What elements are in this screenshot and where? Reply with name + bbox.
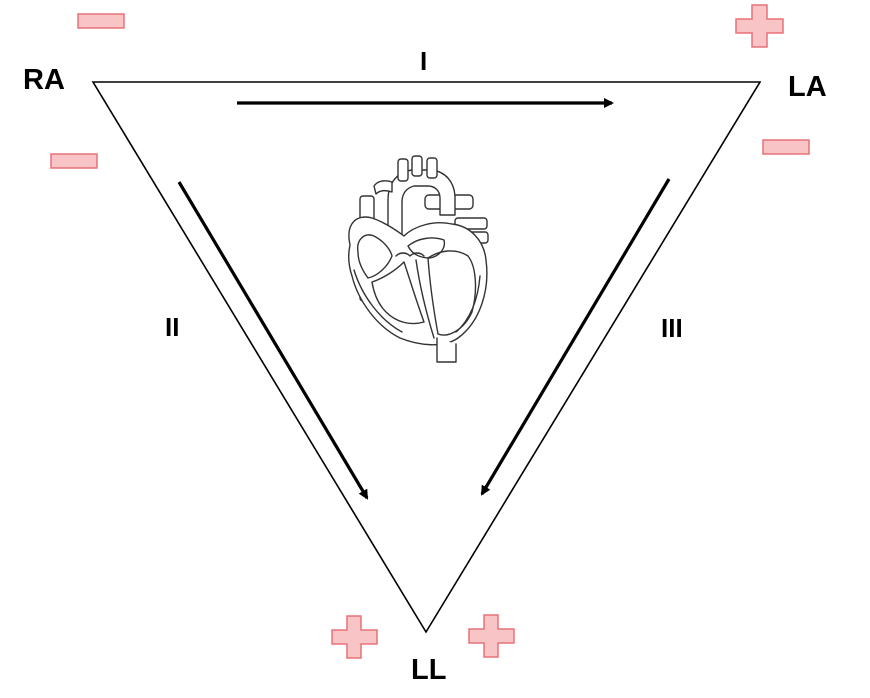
lead-label-3: III xyxy=(661,313,683,343)
einthoven-triangle xyxy=(91,81,762,634)
lead-3-arrow xyxy=(480,178,671,496)
electrode-label-left-arm: LA xyxy=(788,71,827,103)
electrode-label-left-leg: LL xyxy=(411,654,447,686)
minus-sign-icon xyxy=(77,13,125,29)
minus-sign-icon xyxy=(50,153,98,169)
plus-sign-icon xyxy=(331,615,378,659)
lead-2-arrow xyxy=(177,181,369,500)
heart-anatomy-icon xyxy=(347,155,489,363)
lead-label-2: II xyxy=(165,312,180,342)
lead-label-1: I xyxy=(420,46,428,76)
electrode-label-right-arm: RA xyxy=(23,64,65,96)
minus-sign-icon xyxy=(762,139,810,155)
plus-sign-icon xyxy=(735,4,784,48)
plus-sign-icon xyxy=(468,614,515,658)
